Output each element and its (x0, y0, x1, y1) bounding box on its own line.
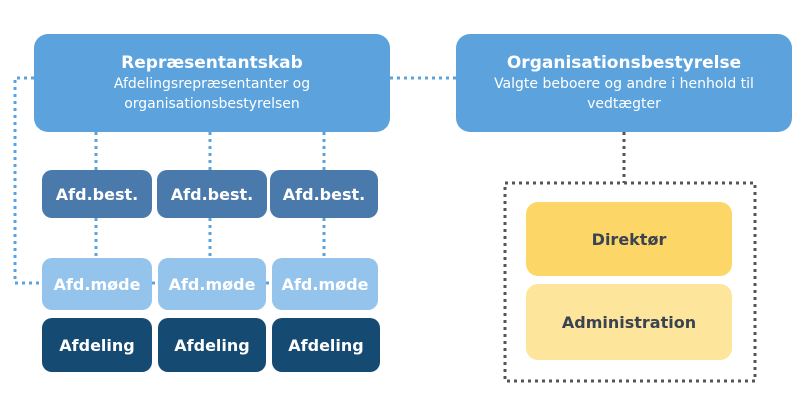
organisationsbestyrelse-line1: Valgte beboere og andre i henhold til (494, 76, 754, 92)
afd-mode-box-3: Afd.møde (272, 258, 378, 310)
connector-repr-to-afdmode (13, 76, 42, 285)
representantskab-line2: organisationsbestyrelsen (124, 96, 300, 112)
organisationsbestyrelse-line2: vedtægter (587, 96, 661, 112)
afd-best-box-2: Afd.best. (157, 170, 267, 218)
representantskab-title: Repræsentantskab (121, 53, 303, 73)
representantskab-box: Repræsentantskab Afdelingsrepræsentanter… (34, 34, 390, 132)
afd-best-box-1: Afd.best. (42, 170, 152, 218)
organisationsbestyrelse-box: Organisationsbestyrelse Valgte beboere o… (456, 34, 792, 132)
representantskab-line1: Afdelingsrepræsentanter og (113, 76, 311, 92)
afd-mode-box-1: Afd.møde (42, 258, 152, 310)
afdeling-box-2: Afdeling (158, 318, 266, 372)
organisationsbestyrelse-title: Organisationsbestyrelse (506, 53, 742, 73)
afdeling-box-3: Afdeling (272, 318, 380, 372)
direktor-box: Direktør (526, 202, 732, 276)
afdeling-box-1: Afdeling (42, 318, 152, 372)
administration-box: Administration (526, 284, 732, 360)
afd-best-box-3: Afd.best. (270, 170, 378, 218)
afd-mode-box-2: Afd.møde (158, 258, 266, 310)
